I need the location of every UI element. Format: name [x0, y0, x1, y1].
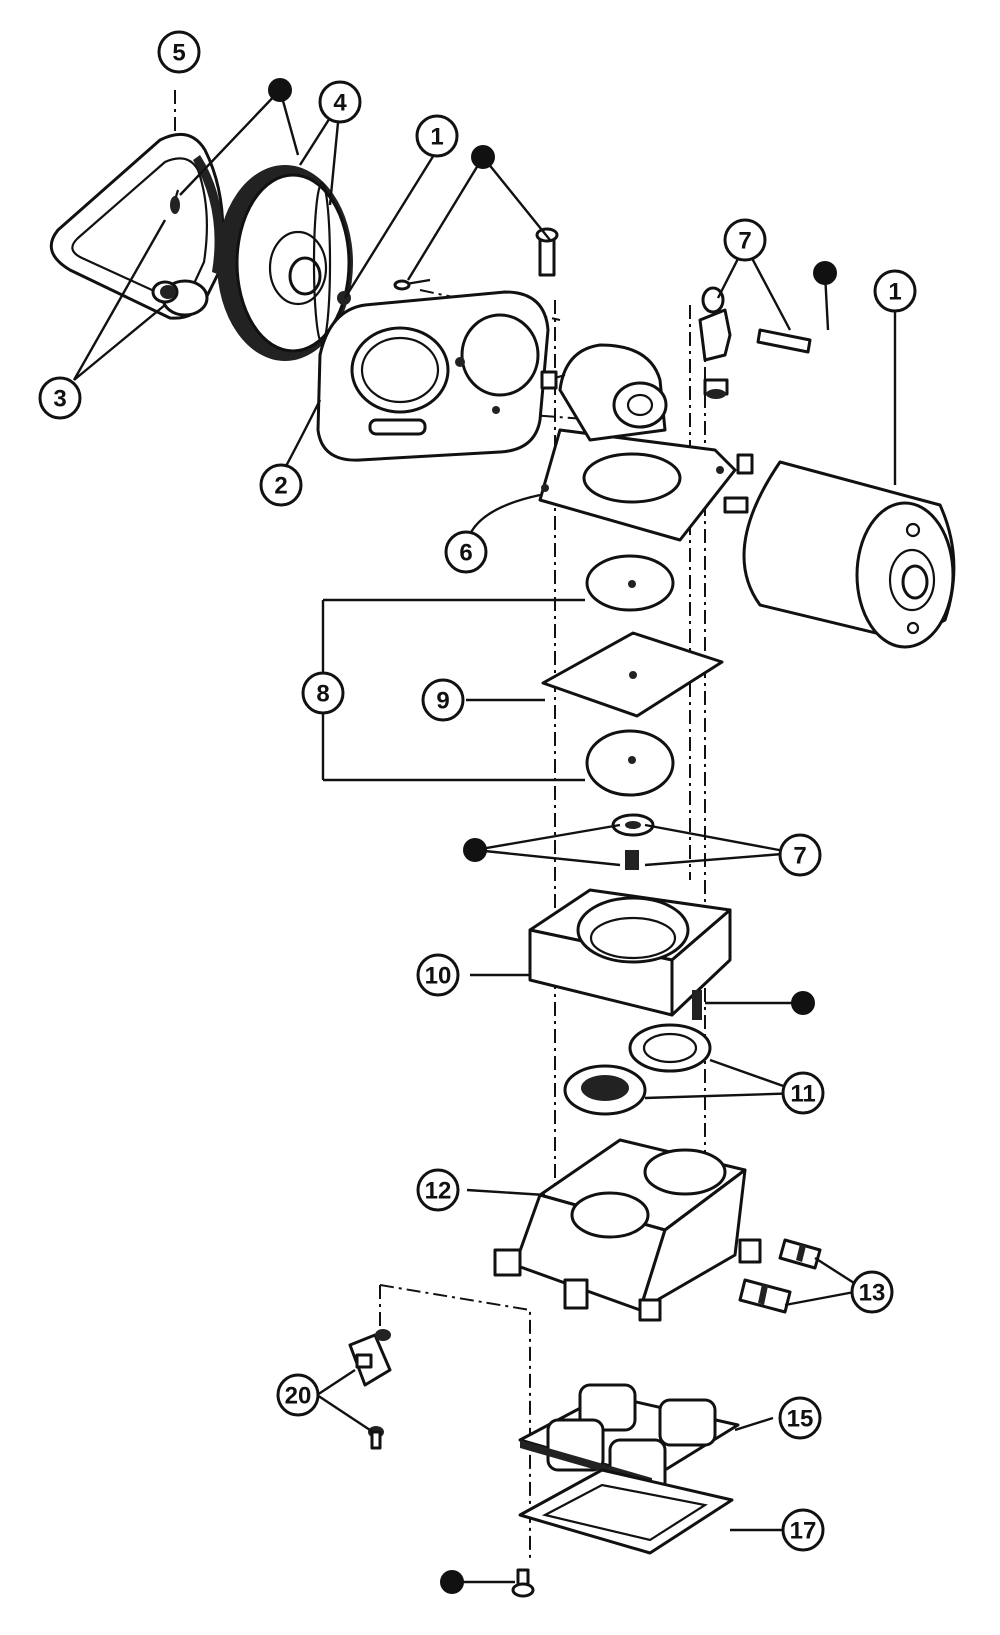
callout-13: 13 — [850, 1270, 894, 1314]
part-7-upper-fitting — [698, 286, 812, 399]
bottom-screw — [511, 1568, 535, 1598]
callout-4-label: 4 — [333, 90, 347, 117]
callout-7-lower: 7 — [778, 833, 822, 877]
callout-15: 15 — [778, 1396, 822, 1440]
part-1-motor — [723, 460, 956, 649]
callout-9-label: 9 — [436, 688, 449, 715]
callout-11-label: 11 — [790, 1081, 815, 1108]
part-4-gear-pulley — [217, 165, 353, 361]
callout-1-upper: 1 — [415, 114, 459, 158]
part-11-valves — [563, 1023, 712, 1116]
part-8-diaphragms — [585, 554, 675, 797]
part-9-plate — [541, 631, 724, 718]
part-12-pump-body — [493, 1138, 762, 1322]
part-6-pump-head — [538, 343, 754, 542]
part-13-fittings — [738, 1238, 822, 1314]
callout-2-label: 2 — [274, 473, 287, 500]
part-2-housing-plate — [316, 290, 550, 462]
callout-17-label: 17 — [790, 1518, 817, 1545]
callout-7-upper-label: 7 — [738, 228, 751, 255]
part-17-gasket — [518, 1468, 734, 1555]
callout-3: 3 — [38, 376, 82, 420]
reference-dots — [268, 78, 837, 1594]
callout-11: 11 — [781, 1071, 825, 1115]
part-15-valve-block — [518, 1383, 740, 1494]
callout-6: 6 — [444, 530, 488, 574]
callout-5-label: 5 — [172, 40, 185, 67]
callout-3-label: 3 — [53, 386, 66, 413]
callout-10-label: 10 — [425, 963, 452, 990]
callout-20-label: 20 — [285, 1383, 312, 1410]
callout-20: 20 — [276, 1373, 320, 1417]
callout-5: 5 — [157, 30, 201, 74]
callout-6-label: 6 — [459, 540, 472, 567]
callout-9: 9 — [421, 678, 465, 722]
upper-screws — [393, 227, 559, 291]
callout-13-label: 13 — [859, 1280, 886, 1307]
callout-12: 12 — [416, 1168, 460, 1212]
callout-7-lower-label: 7 — [793, 843, 806, 870]
leader-lines — [72, 89, 897, 1584]
callout-12-label: 12 — [425, 1178, 452, 1205]
callout-15-label: 15 — [787, 1406, 814, 1433]
callout-1-motor-label: 1 — [888, 279, 901, 306]
callout-8-label: 8 — [316, 681, 329, 708]
callout-17: 17 — [781, 1508, 825, 1552]
callout-8: 8 — [301, 671, 345, 715]
part-7-lower-washer — [611, 813, 655, 870]
callout-4: 4 — [318, 80, 362, 124]
callout-2: 2 — [259, 463, 303, 507]
callout-1-motor: 1 — [873, 269, 917, 313]
callout-1-upper-label: 1 — [430, 124, 443, 151]
part-3-small-pulley — [151, 189, 209, 317]
part-10-chamber-block — [528, 888, 732, 1020]
callout-7-upper: 7 — [723, 218, 767, 262]
part-20-switch — [348, 1329, 392, 1450]
callout-10: 10 — [416, 953, 460, 997]
